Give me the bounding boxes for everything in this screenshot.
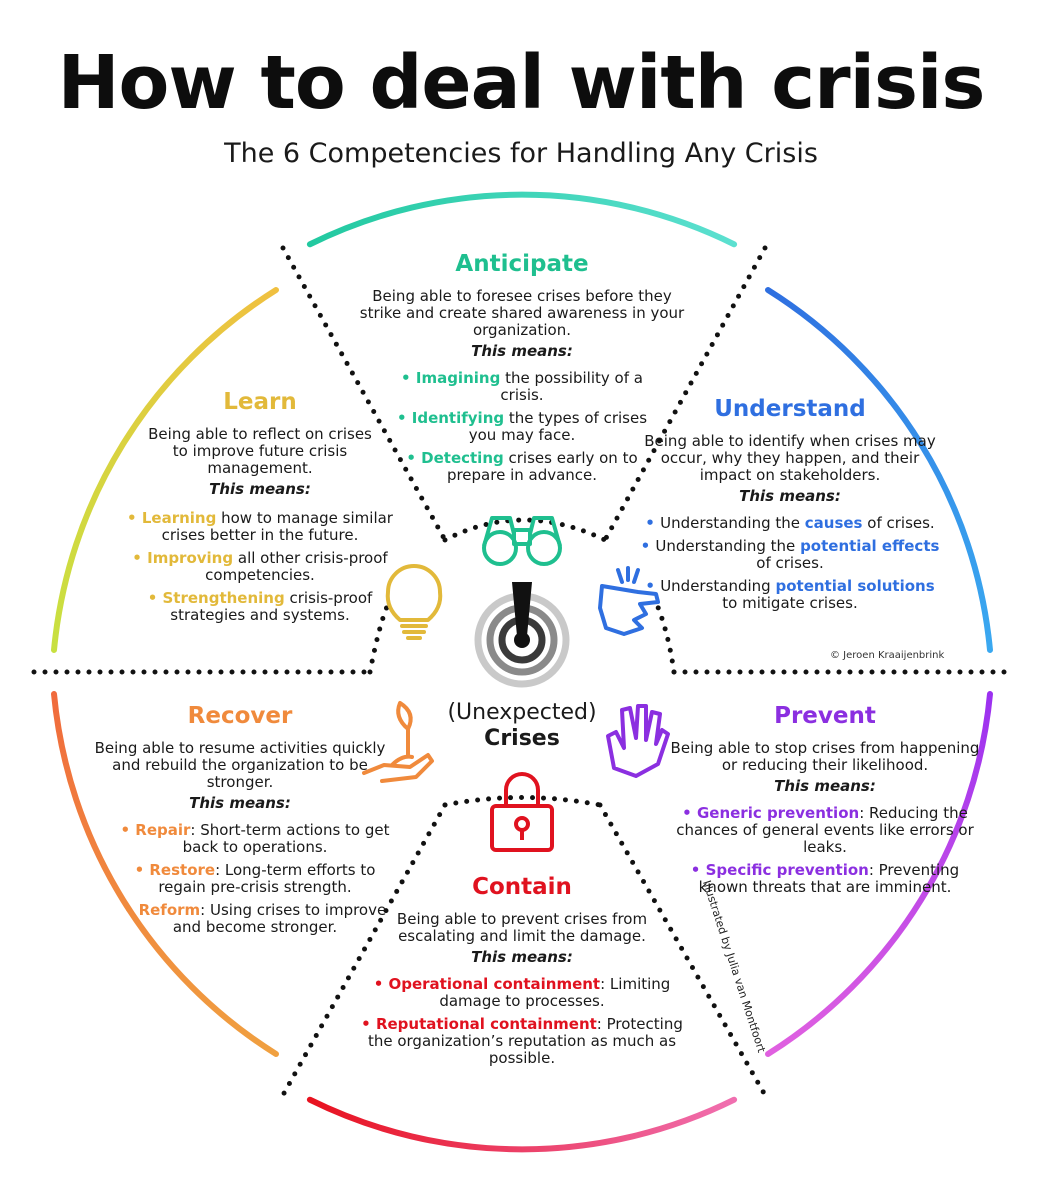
section-understand: Understand Being able to identify when c… (640, 395, 940, 618)
inner-curve-bottom (442, 795, 603, 808)
divider-top-right (602, 245, 768, 543)
arc-contain (306, 1096, 738, 1153)
list-recover: • Repair: Short-term actions to get back… (120, 822, 390, 936)
list-item: • Generic prevention: Reducing the chanc… (676, 804, 974, 856)
heading-learn: Learn (223, 389, 297, 415)
desc-learn: Being able to reflect on crises to impro… (148, 425, 372, 477)
arc-learn (51, 287, 279, 653)
inner-curve-top (442, 517, 608, 543)
section-recover: Recover Being able to resume activities … (90, 702, 390, 942)
exclamation-target-icon (474, 582, 570, 688)
list-learn: • Learning how to manage similar crises … (110, 510, 410, 624)
section-contain: Contain Being able to prevent crises fro… (352, 873, 692, 1073)
binoculars-icon (482, 516, 562, 566)
list-contain: • Operational containment: Limiting dama… (352, 976, 692, 1067)
list-item: • Understanding the causes of crises. (645, 514, 935, 532)
section-learn: Learn Being able to reflect on crises to… (110, 388, 410, 630)
list-item: • Reputational containment: Protecting t… (361, 1015, 683, 1067)
list-item: • Repair: Short-term actions to get back… (120, 821, 390, 856)
means-recover: This means: (189, 794, 291, 812)
center-line2: Crises (484, 726, 560, 751)
divider-bottom-left (280, 802, 448, 1098)
list-item: • Learning how to manage similar crises … (127, 509, 393, 544)
desc-contain: Being able to prevent crises from escala… (396, 910, 648, 945)
page-subtitle: The 6 Competencies for Handling Any Cris… (224, 138, 818, 169)
list-anticipate: • Imagining the possibility of a crisis.… (392, 370, 652, 484)
arc-understand (765, 287, 993, 653)
desc-prevent: Being able to stop crises from happening… (670, 739, 980, 774)
snap-hand-icon (598, 566, 660, 636)
list-item: • Identifying the types of crises you ma… (396, 409, 648, 444)
means-understand: This means: (739, 487, 841, 505)
list-understand: • Understanding the causes of crises. • … (640, 515, 940, 612)
desc-anticipate: Being able to foresee crises before they… (359, 287, 685, 339)
page-title: How to deal with crisis (57, 40, 986, 126)
divider-bottom-right (597, 802, 768, 1098)
list-item: • Imagining the possibility of a crisis. (401, 369, 643, 404)
heading-anticipate: Anticipate (455, 251, 589, 277)
section-anticipate: Anticipate Being able to foresee crises … (352, 250, 692, 490)
list-item: • Reform: Using crises to improve and be… (123, 901, 387, 936)
list-item: • Strengthening crisis-proof strategies … (147, 589, 373, 624)
section-prevent: Prevent Being able to stop crises from h… (670, 702, 980, 902)
list-item: • Restore: Long-term efforts to regain p… (134, 861, 376, 896)
divider-top-left (280, 245, 448, 543)
heading-recover: Recover (187, 703, 293, 729)
desc-understand: Being able to identify when crises may o… (644, 432, 936, 484)
heading-understand: Understand (714, 396, 866, 422)
center-label: (Unexpected) Crises (410, 700, 634, 752)
list-item: • Improving all other crisis-proof compe… (132, 549, 388, 584)
means-contain: This means: (471, 948, 573, 966)
inner-curve-right (652, 597, 677, 675)
list-item: • Understanding potential solutions to m… (645, 577, 935, 612)
means-learn: This means: (209, 480, 311, 498)
inner-curve-left (367, 597, 393, 675)
means-anticipate: This means: (471, 342, 573, 360)
list-item: • Understanding the potential effects of… (640, 537, 940, 572)
stop-hand-icon (606, 704, 670, 778)
desc-recover: Being able to resume activities quickly … (94, 739, 386, 791)
arc-prevent (765, 691, 993, 1057)
list-item: • Specific prevention: Preventing known … (690, 861, 960, 896)
padlock-icon (490, 772, 554, 852)
list-item: • Operational containment: Limiting dama… (373, 975, 671, 1010)
author-credit: © Jeroen Kraaijenbrink (830, 650, 945, 661)
heading-prevent: Prevent (774, 703, 876, 729)
list-item: • Detecting crises early on to prepare i… (406, 449, 638, 484)
arc-recover (51, 691, 279, 1057)
means-prevent: This means: (774, 777, 876, 795)
heading-contain: Contain (472, 874, 572, 900)
lightbulb-icon (385, 564, 443, 640)
list-prevent: • Generic prevention: Reducing the chanc… (670, 805, 980, 896)
seedling-hand-icon (362, 701, 434, 783)
arc-anticipate (306, 191, 738, 248)
center-line1: (Unexpected) (447, 700, 597, 725)
